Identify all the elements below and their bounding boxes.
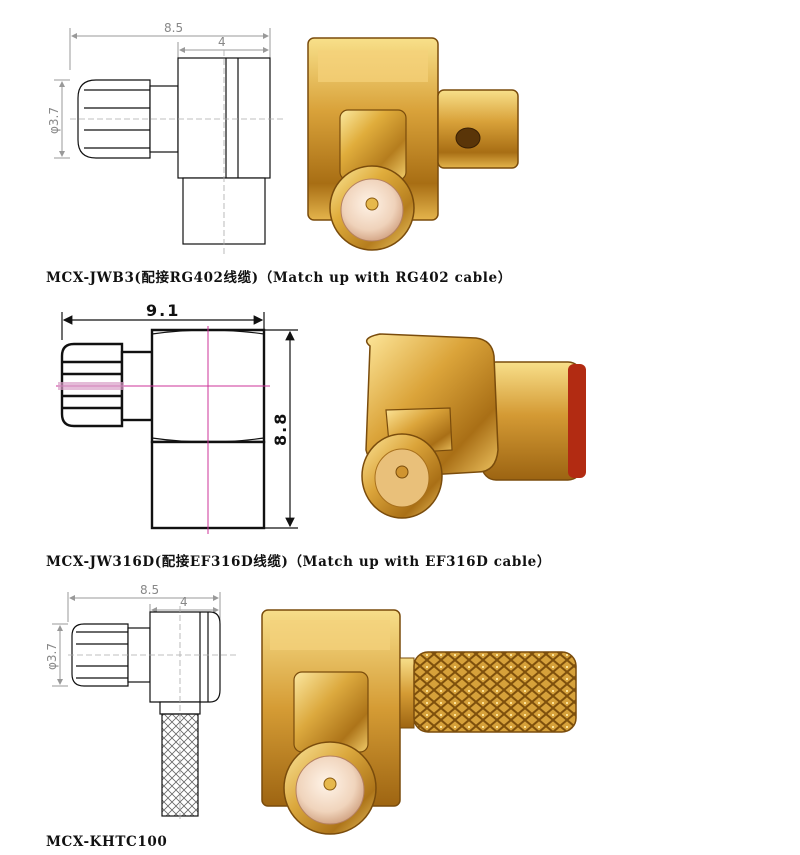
dim-overall-3: 8.5 [140, 583, 159, 597]
dim-body-3: 4 [180, 595, 188, 609]
dimension-lines-2 [61, 312, 298, 529]
drawing-3: 8.5 4 φ3.7 [45, 583, 577, 835]
connector-drawing-1 [77, 57, 271, 245]
connector-drawing-3 [71, 611, 221, 817]
connector-photo-3 [261, 609, 577, 835]
dim-overall-1: 8.5 [164, 21, 183, 35]
dim-height-2: 8.8 [271, 412, 290, 446]
connector-photo-2 [361, 333, 586, 519]
dim-overall-2: 9.1 [146, 301, 180, 320]
caption-product-2: MCX-JW316D(配接EF316D线缆)（Match up with EF3… [46, 554, 551, 570]
dimension-lines-3 [52, 592, 221, 687]
drawing-2: 9.1 8.8 [56, 301, 586, 534]
dim-diameter-1: φ3.7 [47, 107, 61, 134]
caption-product-3: MCX-KHTC100 [46, 834, 168, 850]
caption-product-1: MCX-JWB3(配接RG402线缆)（Match up with RG402 … [46, 270, 512, 286]
dim-diameter-3: φ3.7 [45, 643, 59, 670]
connector-photo-1 [307, 37, 519, 251]
dim-body-1: 4 [218, 35, 226, 49]
connector-drawing-2 [60, 328, 266, 530]
drawing-1: 8.5 4 φ3.7 [47, 21, 519, 254]
